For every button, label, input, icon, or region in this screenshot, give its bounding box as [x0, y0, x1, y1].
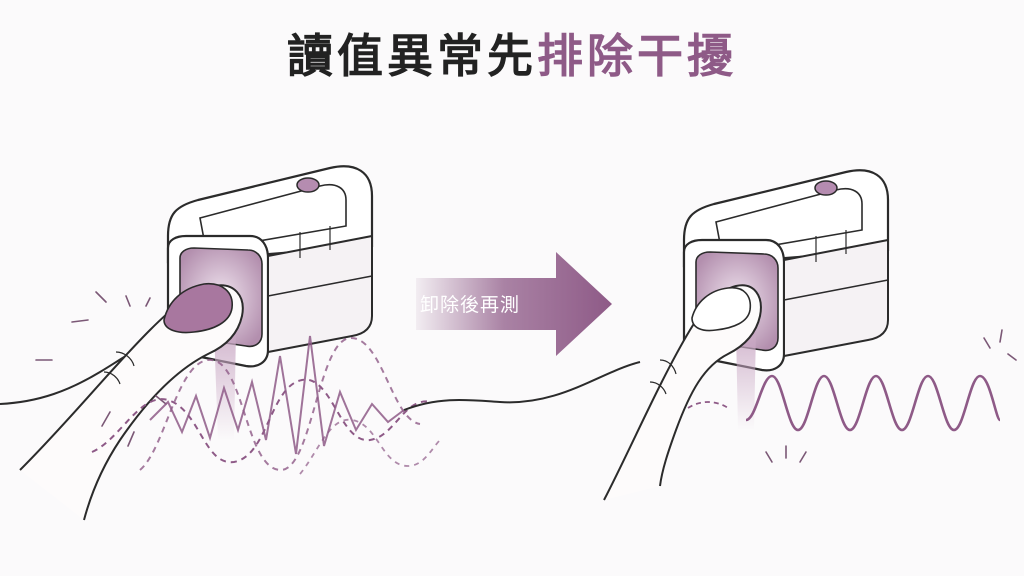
noisy-signal-dashed-3 [299, 419, 441, 475]
power-button-left [296, 177, 320, 193]
light-beam-left [214, 330, 236, 440]
page-title: 讀值異常先排除干擾 [0, 26, 1024, 86]
pulse-oximeter-left [166, 165, 374, 368]
cable-right [403, 361, 641, 411]
light-beam-right [736, 330, 756, 430]
nail-painted [163, 283, 233, 334]
panel-before [0, 165, 441, 521]
transition-arrow [416, 252, 612, 356]
finger-left [19, 283, 244, 521]
residual-dash [687, 401, 729, 409]
power-button-right [814, 180, 838, 196]
title-accent: 排除干擾 [537, 29, 737, 83]
panel-after [403, 169, 1017, 501]
signal-ticks [765, 329, 1017, 463]
noisy-signal-dashed-1 [91, 378, 433, 464]
arrow-label: 卸除後再測 [420, 294, 521, 316]
clean-signal [745, 374, 1002, 432]
nail-natural [691, 286, 752, 332]
finger-right [603, 284, 762, 501]
title-main: 讀值異常先 [287, 29, 537, 83]
noisy-signal-dashed-2 [139, 336, 421, 472]
noisy-signal-solid [149, 335, 405, 455]
